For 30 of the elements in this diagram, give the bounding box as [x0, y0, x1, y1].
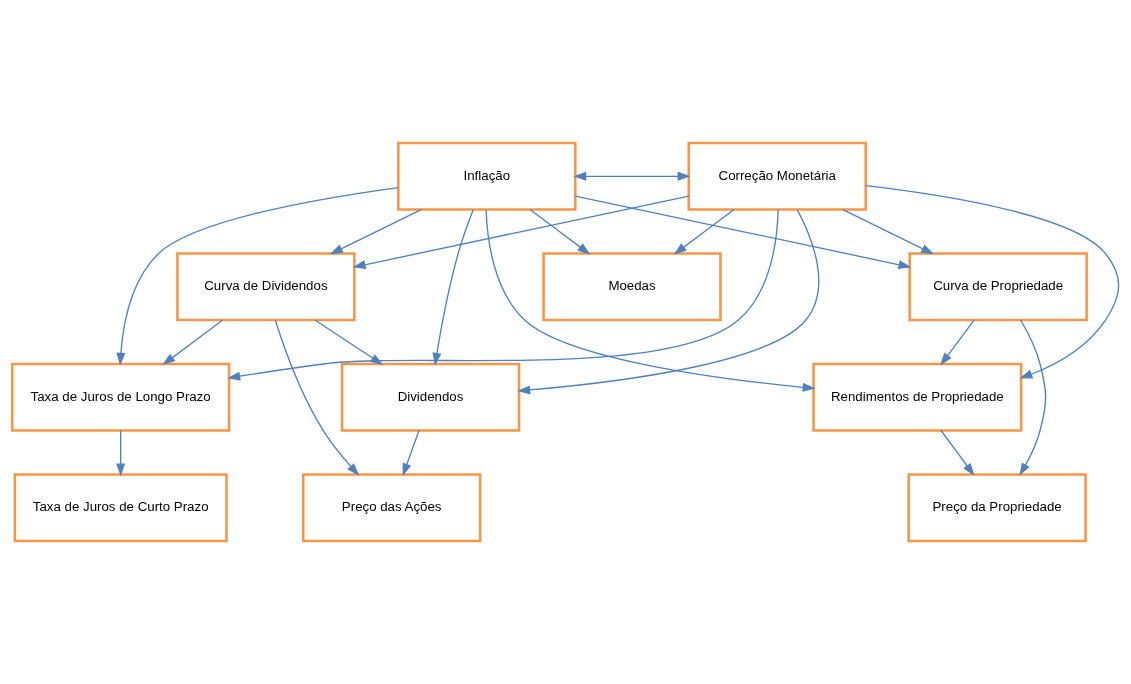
arrow: [529, 208, 591, 255]
arrow: [573, 171, 691, 181]
arrow: [314, 319, 384, 365]
arrow: [432, 208, 474, 366]
node-box: Rendimentos de Propriedade: [812, 362, 1023, 432]
arrow: [673, 208, 735, 255]
arrow: [574, 195, 912, 270]
node-box: Moedas: [542, 252, 722, 322]
node-box: Preço das Ações: [301, 473, 482, 543]
arrow: [940, 319, 975, 366]
arrow: [329, 208, 422, 255]
arrow: [842, 208, 935, 255]
arrow: [227, 209, 779, 381]
arrow: [274, 319, 360, 476]
node-box: Taxa de Juros de Curto Prazo: [13, 473, 228, 543]
arrow: [352, 195, 690, 270]
arrow: [116, 186, 399, 366]
node-box: Inflação: [397, 141, 577, 211]
node-box: Taxa de Juros de Longo Prazo: [11, 362, 231, 432]
node-box: Preço da Propriedade: [907, 473, 1087, 543]
node-box: Dividendos: [340, 362, 521, 432]
arrow: [1019, 319, 1047, 476]
node-box: Curva de Propriedade: [908, 252, 1088, 322]
arrow: [402, 429, 420, 477]
arrow: [162, 319, 224, 366]
arrow: [865, 185, 1120, 379]
node-box: Curva de Dividendos: [176, 252, 356, 322]
arrow: [116, 429, 126, 477]
node-box: Correção Monetária: [687, 141, 867, 211]
arrow: [940, 429, 975, 476]
